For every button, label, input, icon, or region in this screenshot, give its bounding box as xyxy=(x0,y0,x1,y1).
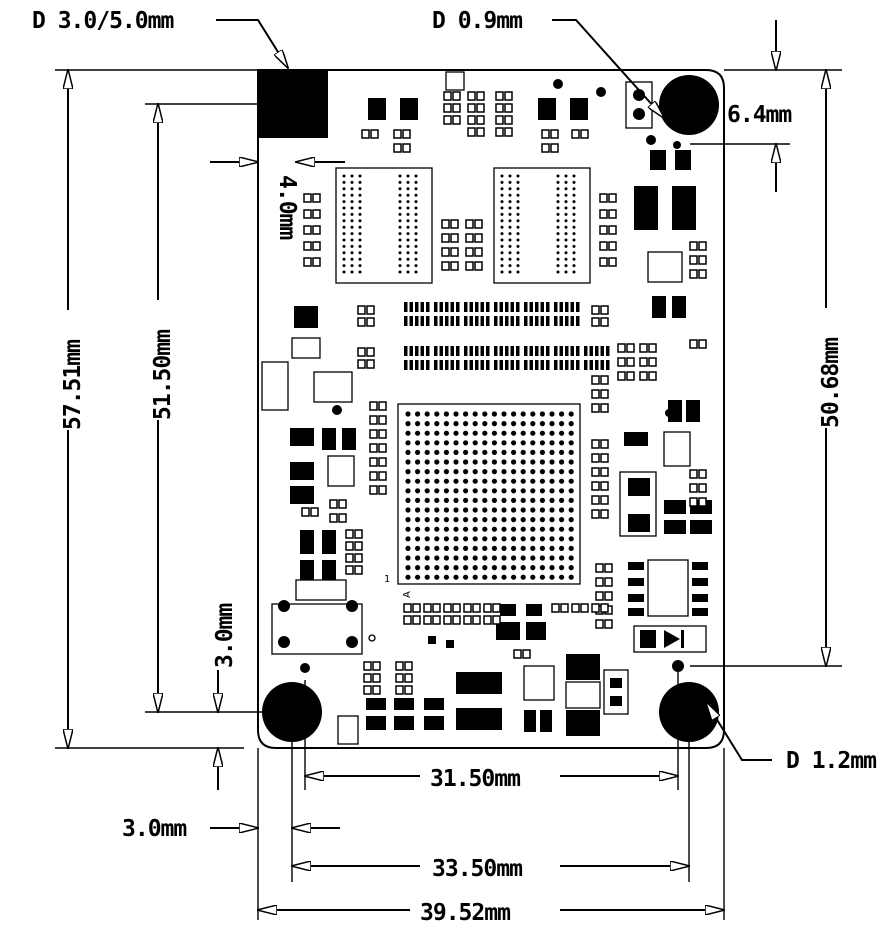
top-right-hole xyxy=(659,75,719,135)
small-hole-right xyxy=(672,660,684,672)
bottom-left-hole xyxy=(262,682,322,742)
memory-chips xyxy=(335,167,591,284)
passive-components xyxy=(301,91,707,695)
dimension-labels: D 3.0/5.0mm D 0.9mm 6.4mm 4.0mm 57.51mm … xyxy=(32,8,877,926)
label-right-height: 50.68mm xyxy=(818,338,844,428)
mounting-holes xyxy=(258,70,719,742)
fiducial-mid xyxy=(332,405,342,415)
top-left-square-pad xyxy=(258,70,328,138)
label-hole-span-31: 31.50mm xyxy=(430,766,520,792)
label-hole-offset-vertical: 3.0mm xyxy=(212,604,238,668)
label-d-small: D 1.2mm xyxy=(786,748,876,774)
label-hole-span-vertical: 51.50mm xyxy=(150,330,176,420)
label-total-height: 57.51mm xyxy=(60,340,86,430)
main-bga-chip: 1 A xyxy=(384,403,581,598)
label-offset-4-0: 4.0mm xyxy=(274,175,300,239)
small-hole-left xyxy=(300,663,310,673)
pinA-marker: A xyxy=(402,591,413,598)
label-height-6-4: 6.4mm xyxy=(727,102,791,128)
pin1-marker: 1 xyxy=(384,574,390,585)
fiducial-top xyxy=(553,79,563,89)
label-d-mount-large: D 3.0/5.0mm xyxy=(32,8,173,34)
dimension-lines xyxy=(55,19,842,920)
misc-components xyxy=(261,71,712,745)
board-outline xyxy=(257,69,725,749)
label-total-width: 39.52mm xyxy=(420,900,510,926)
bottom-right-hole xyxy=(659,682,719,742)
label-hole-span-33: 33.50mm xyxy=(432,856,522,882)
label-d-pin: D 0.9mm xyxy=(432,8,522,34)
label-hole-offset-horizontal: 3.0mm xyxy=(122,816,186,842)
